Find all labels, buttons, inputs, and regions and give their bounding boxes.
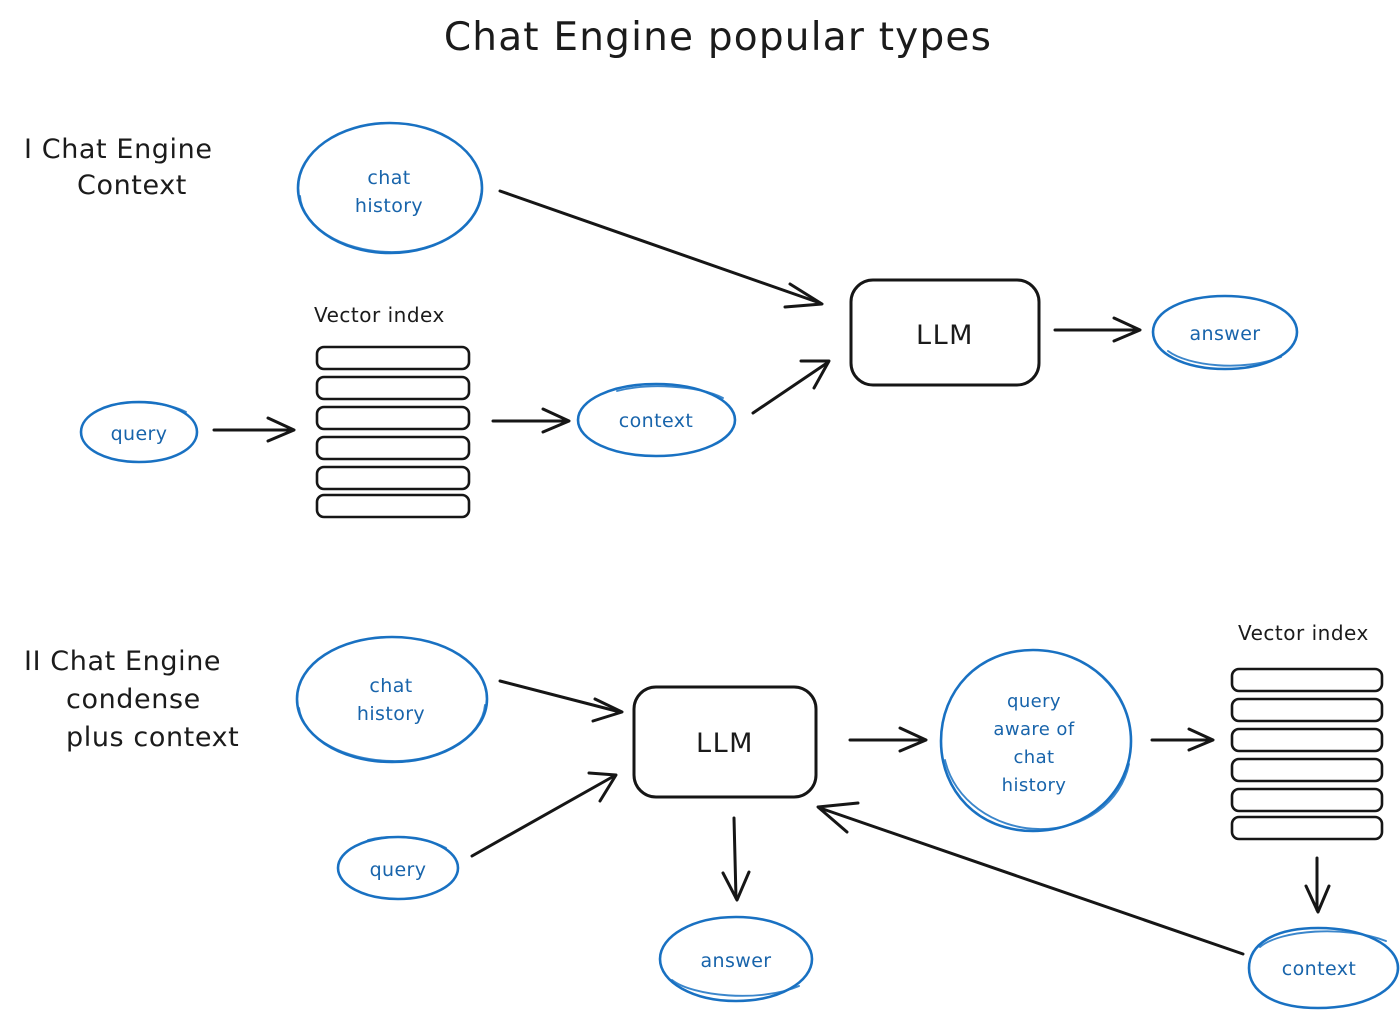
context-two-sketch-pass (1259, 930, 1387, 948)
node-context-section-one[interactable]: context (576, 382, 737, 458)
vector-index-section-one: Vector index (314, 303, 471, 519)
answer-ellipse-outline (1151, 294, 1299, 371)
arrow-chat-history-to-llm (498, 189, 824, 309)
node-chat-history-section-two[interactable]: chat history (295, 635, 489, 764)
vector-index-bar (315, 465, 471, 491)
section-one-label-line-2: Context (77, 170, 187, 201)
answer-two-label: answer (700, 950, 771, 972)
arrow-llm-to-query-aware (848, 726, 928, 753)
node-llm-section-one[interactable]: LLM (849, 278, 1041, 387)
vector-index-bar (315, 405, 471, 431)
context-ellipse-sketch-pass (616, 385, 724, 399)
arrow-llm-to-answer-one (1053, 316, 1142, 343)
vector-index-section-two: Vector index (1230, 621, 1384, 841)
llm-label-two: LLM (696, 728, 754, 759)
answer-label-one: answer (1189, 323, 1260, 345)
arrow-context-to-llm-two (816, 801, 1245, 956)
llm-box-two (632, 685, 818, 799)
vector-index-label-one: Vector index (314, 303, 445, 327)
vector-index-bar (1230, 815, 1384, 841)
node-query-section-one[interactable]: query (79, 400, 199, 464)
answer-two-sketch-pass (671, 979, 800, 997)
section-one-label-line-1: I Chat Engine (24, 134, 213, 165)
arrow-query-to-llm-two (470, 771, 618, 858)
chat-history-ellipse-sketch-pass (299, 193, 482, 253)
node-llm-section-two[interactable]: LLM (632, 685, 818, 799)
chat-history-two-label-line-1: chat (369, 675, 412, 697)
query-aware-label-line-2: aware of (993, 719, 1074, 740)
llm-box-one (849, 278, 1041, 387)
page-title: Chat Engine popular types (444, 15, 992, 60)
arrow-query-aware-to-vector-index (1150, 727, 1215, 752)
node-query-aware-of-chat-history[interactable]: query aware of chat history (939, 648, 1133, 833)
context-two-label: context (1282, 958, 1356, 980)
query-two-label: query (370, 859, 427, 881)
query-ellipse-outline (79, 400, 199, 464)
query-ellipse-sketch-pass (111, 401, 187, 413)
arrow-vector-index-to-context-one (491, 407, 571, 434)
vector-index-bar (1230, 697, 1384, 723)
arrow-chat-history-to-llm-two (498, 679, 624, 723)
query-two-ellipse-outline (336, 835, 460, 901)
node-answer-section-two[interactable]: answer (658, 915, 814, 1003)
section-two-label-line-2: condense (66, 684, 201, 715)
chat-history-ellipse-outline (296, 121, 484, 255)
vector-index-bar (1230, 787, 1384, 813)
context-label: context (619, 410, 693, 432)
context-ellipse-outline (576, 382, 737, 458)
answer-ellipse-sketch-pass (1167, 350, 1282, 367)
node-query-section-two[interactable]: query (336, 835, 460, 901)
vector-index-bar (315, 345, 471, 371)
vector-index-bars-one (315, 345, 471, 519)
arrow-vector-index-to-context-two (1304, 856, 1331, 914)
vector-index-bars-two (1230, 667, 1384, 841)
query-aware-label-line-3: chat (1014, 747, 1055, 768)
node-chat-history-section-one[interactable]: chat history (296, 121, 484, 255)
answer-two-ellipse-outline (658, 915, 814, 1003)
llm-label-one: LLM (916, 320, 974, 351)
node-answer-section-one[interactable]: answer (1151, 294, 1299, 371)
section-two-label-line-1: II Chat Engine (24, 646, 221, 677)
query-aware-circle-outline (939, 648, 1133, 833)
vector-index-bar (1230, 667, 1384, 693)
chat-history-two-label-line-2: history (357, 703, 425, 725)
arrow-context-to-llm-one (751, 359, 831, 415)
vector-index-bar (1230, 757, 1384, 783)
query-two-sketch-pass (367, 836, 447, 849)
query-aware-circle-sketch-pass (944, 759, 1130, 830)
query-label: query (111, 423, 168, 445)
vector-index-label-two: Vector index (1238, 621, 1369, 645)
chat-history-label-line-1: chat (367, 167, 410, 189)
vector-index-bar (315, 435, 471, 461)
context-two-ellipse-outline (1247, 926, 1400, 1010)
vector-index-bar (315, 493, 471, 519)
query-aware-label-line-1: query (1007, 691, 1061, 712)
vector-index-bar (315, 375, 471, 401)
query-aware-label-line-4: history (1002, 775, 1067, 796)
chat-history-two-ellipse-outline (295, 635, 489, 764)
vector-index-bar (1230, 727, 1384, 753)
section-one-label: I Chat Engine Context (24, 134, 213, 201)
section-two-label-line-3: plus context (66, 722, 239, 753)
arrow-llm-to-answer-two (721, 816, 751, 902)
chat-history-label-line-2: history (355, 195, 423, 217)
arrow-query-to-vector-index-one (212, 416, 296, 443)
chat-history-two-sketch-pass (298, 704, 486, 762)
section-two-label: II Chat Engine condense plus context (24, 646, 239, 753)
node-context-section-two[interactable]: context (1247, 926, 1400, 1010)
